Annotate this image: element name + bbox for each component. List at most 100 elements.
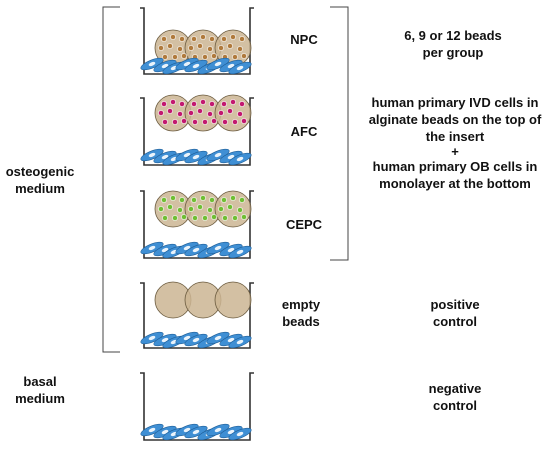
- positive-control-line2: control: [432, 314, 478, 329]
- group-label-cepc: CEPC: [278, 216, 330, 233]
- cell-dot-icon: [167, 108, 173, 114]
- cell-dot-icon: [170, 195, 176, 201]
- cell-description-note: human primary IVD cells in alginate bead…: [360, 94, 550, 192]
- cell-dot-icon: [218, 45, 224, 51]
- description-plus: +: [451, 144, 459, 159]
- cell-nucleus: [236, 65, 244, 71]
- cell-dot-icon: [207, 111, 213, 117]
- positive-control-line1: positive: [430, 297, 480, 312]
- cell-nucleus: [192, 429, 200, 435]
- cell-monolayer-icon: [228, 61, 252, 75]
- cell-dot-icon: [188, 110, 194, 116]
- cell-dot-icon: [179, 197, 185, 203]
- cell-nucleus: [214, 152, 222, 158]
- cell-dot-icon: [218, 110, 224, 116]
- cell-dot-icon: [202, 215, 208, 221]
- osteogenic-line2: medium: [15, 181, 65, 196]
- cell-dot-icon: [209, 197, 215, 203]
- cell-dot-icon: [191, 101, 197, 107]
- cell-nucleus: [170, 65, 178, 71]
- cell-nucleus: [148, 61, 156, 67]
- cell-nucleus: [236, 339, 244, 345]
- cell-monolayer-icon: [228, 427, 252, 441]
- description-line1: human primary IVD cells in: [371, 95, 539, 110]
- cell-dot-icon: [230, 99, 236, 105]
- basal-medium-label: basal medium: [4, 373, 76, 407]
- description-line5: monolayer at the bottom: [379, 176, 531, 191]
- cell-dot-icon: [218, 206, 224, 212]
- cell-dot-icon: [179, 36, 185, 42]
- cell-monolayer-icon: [206, 57, 230, 71]
- cell-dot-icon: [209, 101, 215, 107]
- cell-dot-icon: [237, 46, 243, 52]
- cell-nucleus: [236, 431, 244, 437]
- cell-monolayer-icon: [140, 423, 164, 437]
- cell-monolayer-icon: [184, 333, 208, 347]
- well-npc-group: [140, 7, 254, 75]
- beads-per-group-line1: 6, 9 or 12 beads: [404, 28, 502, 43]
- cell-dot-icon: [172, 54, 178, 60]
- cell-nucleus: [192, 154, 200, 160]
- cell-dot-icon: [192, 215, 198, 221]
- cell-nucleus: [214, 427, 222, 433]
- group-label-afc-text: AFC: [290, 124, 318, 139]
- description-line2: alginate beads on the top of: [368, 112, 542, 127]
- cell-dot-icon: [207, 207, 213, 213]
- cell-dot-icon: [177, 111, 183, 117]
- cell-dot-icon: [232, 215, 238, 221]
- cell-nucleus: [214, 245, 222, 251]
- cell-dot-icon: [239, 197, 245, 203]
- cell-dot-icon: [172, 119, 178, 125]
- well-no-beads-group: [140, 372, 254, 441]
- group-label-cepc-text: CEPC: [285, 217, 323, 232]
- group-label-npc-text: NPC: [290, 32, 318, 47]
- cell-dot-icon: [191, 197, 197, 203]
- well-cepc-group: [140, 190, 254, 259]
- cell-monolayer-icon: [206, 331, 230, 345]
- cell-dot-icon: [162, 54, 168, 60]
- basal-line1: basal: [23, 374, 57, 389]
- cell-dot-icon: [222, 119, 228, 125]
- negative-control-line2: control: [432, 398, 478, 413]
- cell-nucleus: [170, 339, 178, 345]
- insert-well-icon: [140, 7, 254, 75]
- cell-monolayer-icon: [140, 241, 164, 255]
- cell-dot-icon: [197, 43, 203, 49]
- cell-nucleus: [214, 61, 222, 67]
- cell-dot-icon: [191, 36, 197, 42]
- empty-beads-line1: empty: [281, 297, 321, 312]
- cell-dot-icon: [170, 99, 176, 105]
- cell-monolayer-icon: [184, 150, 208, 164]
- cell-dot-icon: [221, 36, 227, 42]
- cell-dot-icon: [181, 214, 187, 220]
- cell-dot-icon: [192, 119, 198, 125]
- bead-icon: [214, 281, 252, 319]
- cell-dot-icon: [230, 195, 236, 201]
- cell-dot-icon: [181, 53, 187, 59]
- cell-dot-icon: [211, 53, 217, 59]
- cell-nucleus: [170, 249, 178, 255]
- beads-per-group-line2: per group: [422, 45, 484, 60]
- cell-dot-icon: [179, 101, 185, 107]
- insert-well-icon: [140, 97, 254, 166]
- description-line3: the insert: [425, 129, 485, 144]
- cell-monolayer-icon: [184, 425, 208, 439]
- cell-dot-icon: [167, 43, 173, 49]
- osteogenic-line1: osteogenic: [5, 164, 75, 179]
- cell-dot-icon: [211, 118, 217, 124]
- cell-dot-icon: [158, 110, 164, 116]
- cell-monolayer-icon: [140, 57, 164, 71]
- cell-nucleus: [148, 245, 156, 251]
- cell-monolayer-icon: [206, 241, 230, 255]
- empty-beads-line2: beads: [282, 314, 320, 329]
- group-label-afc: AFC: [284, 123, 324, 140]
- cell-dot-icon: [227, 43, 233, 49]
- insert-well-icon: [140, 282, 254, 349]
- cell-dot-icon: [211, 214, 217, 220]
- cell-nucleus: [214, 335, 222, 341]
- osteogenic-bracket-icon: [102, 6, 120, 353]
- cell-dot-icon: [172, 215, 178, 221]
- cell-dot-icon: [232, 54, 238, 60]
- cell-monolayer-icon: [206, 148, 230, 162]
